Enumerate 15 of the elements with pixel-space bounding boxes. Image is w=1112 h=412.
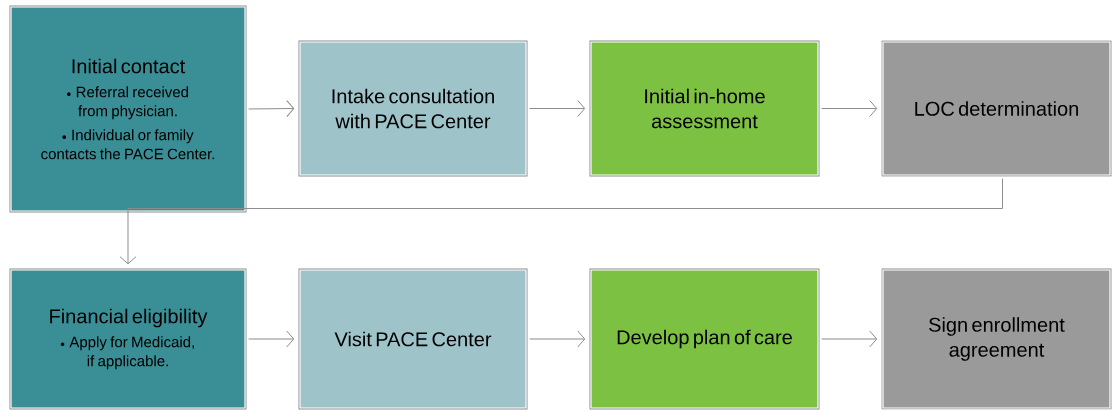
step-box: Initial in-home assessment bbox=[589, 40, 820, 177]
step-box: Financial eligibility Apply for Medicaid, if applicable. bbox=[9, 268, 247, 410]
step-box: Intake consultation with PACE Center bbox=[298, 40, 528, 177]
arrow bbox=[529, 100, 586, 117]
step-box: Develop plan of care bbox=[589, 268, 820, 410]
step-box: Initial contact Referral received from physician. Individual or family contacts the PACE Center. bbox=[9, 5, 247, 213]
arrow bbox=[821, 100, 878, 117]
arrow bbox=[119, 178, 1003, 265]
step-box: LOC determination bbox=[881, 40, 1112, 177]
step-box: Visit PACE Center bbox=[298, 268, 528, 410]
arrow bbox=[821, 330, 878, 348]
arrow bbox=[248, 100, 295, 118]
arrow bbox=[248, 330, 295, 348]
step-box: Sign enrollment agreement bbox=[881, 268, 1112, 410]
arrow bbox=[529, 330, 586, 348]
